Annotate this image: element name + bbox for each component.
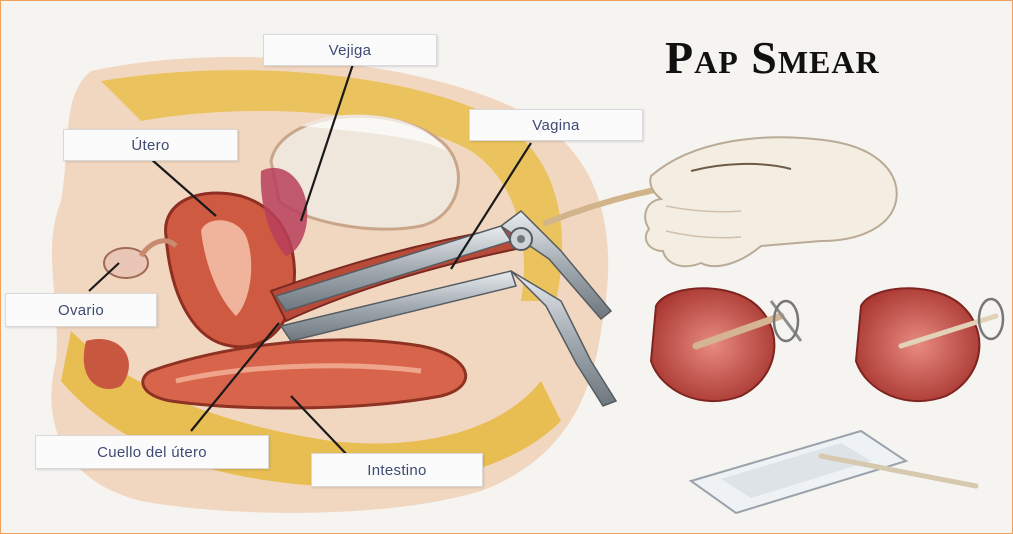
label-intestino: Intestino [311, 453, 483, 487]
page-title: Pap Smear [665, 31, 880, 84]
label-vejiga: Vejiga [263, 34, 437, 66]
glass-slide-icon [691, 431, 976, 513]
label-cuello-del-utero: Cuello del útero [35, 435, 269, 469]
cervix-inset-left [651, 288, 801, 401]
label-vagina: Vagina [469, 109, 643, 141]
label-ovario: Ovario [5, 293, 157, 327]
label-utero: Útero [63, 129, 238, 161]
cervix-inset-right [856, 288, 1003, 401]
gloved-hand-icon [645, 137, 897, 266]
